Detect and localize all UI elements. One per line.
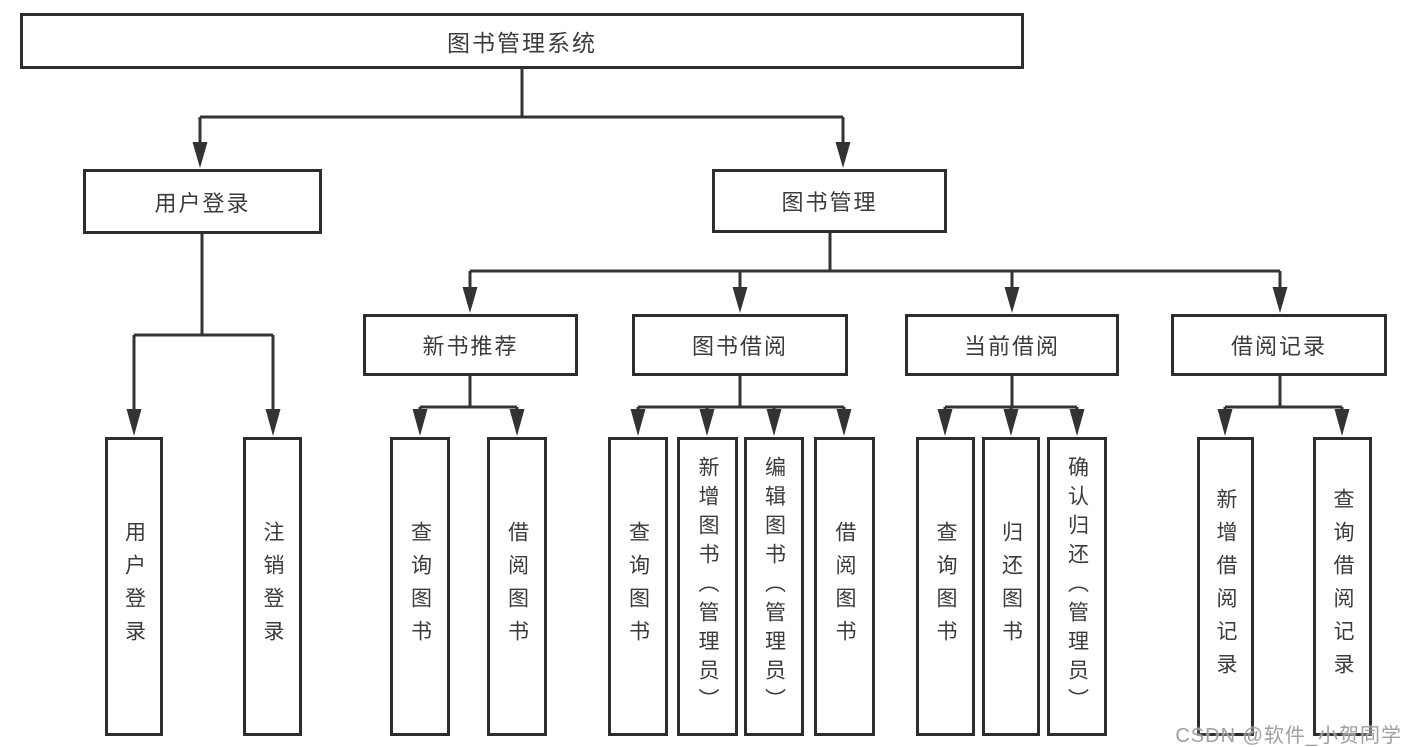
node-label: 图书借阅 (691, 334, 788, 359)
leaf-add-book-admin: 新增图书（管理员） (677, 437, 738, 736)
leaf-user-login: 用户登录 (105, 437, 163, 736)
node-label: 新书推荐 (422, 334, 519, 359)
node-book-management-system: 图书管理系统 (20, 13, 1024, 69)
leaf-label: 编辑图书（管理员） (762, 456, 786, 717)
node-borrow-records: 借阅记录 (1171, 314, 1387, 376)
leaf-label: 查询图书 (934, 520, 957, 653)
leaf-label: 查询图书 (626, 520, 650, 653)
node-book-management: 图书管理 (712, 169, 947, 233)
leaf-label: 新增图书（管理员） (696, 456, 719, 717)
leaf-add-borrow-record: 新增借阅记录 (1197, 437, 1254, 736)
node-book-borrow: 图书借阅 (632, 314, 848, 376)
leaf-label: 借阅图书 (505, 520, 529, 653)
leaf-query-borrow-record: 查询借阅记录 (1313, 437, 1372, 736)
leaf-edit-book-admin: 编辑图书（管理员） (744, 437, 804, 736)
leaf-label: 新增借阅记录 (1214, 487, 1237, 686)
node-current-borrow: 当前借阅 (905, 314, 1119, 376)
node-user-login: 用户登录 (83, 169, 322, 234)
node-label: 图书管理系统 (447, 30, 597, 56)
leaf-label: 查询借阅记录 (1331, 487, 1354, 686)
leaf-label: 借阅图书 (833, 520, 856, 653)
leaf-label: 用户登录 (122, 520, 146, 653)
leaf-label: 注销登录 (261, 520, 284, 653)
leaf-query-books-borrow: 查询图书 (608, 437, 668, 736)
node-new-book-recommend: 新书推荐 (363, 314, 578, 376)
leaf-query-books-recommend: 查询图书 (390, 437, 450, 736)
leaf-label: 查询图书 (408, 520, 432, 653)
node-label: 图书管理 (781, 190, 878, 215)
leaf-confirm-return-admin: 确认归还（管理员） (1047, 437, 1107, 736)
leaf-return-books: 归还图书 (982, 437, 1040, 736)
node-label: 借阅记录 (1230, 334, 1327, 359)
node-label: 用户登录 (154, 190, 251, 216)
leaf-query-books-current: 查询图书 (916, 437, 975, 736)
node-label: 当前借阅 (963, 334, 1060, 359)
leaf-label: 归还图书 (999, 520, 1023, 653)
leaf-borrow-books: 借阅图书 (814, 437, 875, 736)
leaf-label: 确认归还（管理员） (1065, 456, 1089, 717)
leaf-borrow-books-recommend: 借阅图书 (487, 437, 547, 736)
leaf-logout: 注销登录 (243, 437, 302, 736)
